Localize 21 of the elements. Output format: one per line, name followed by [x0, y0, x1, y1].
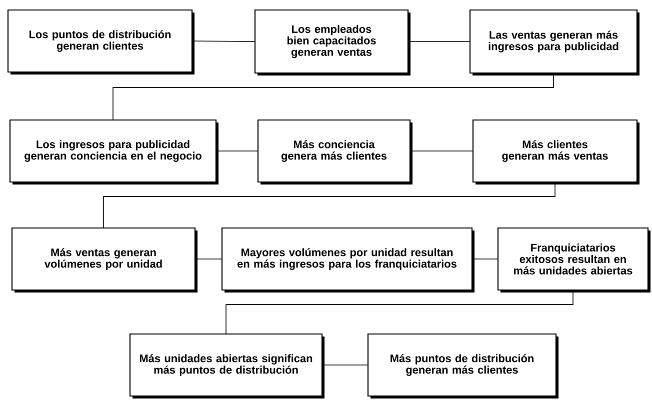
process-box: Más puntos de distribución generan más clientes — [367, 333, 558, 398]
connector-line — [410, 150, 473, 152]
connector-line — [226, 290, 574, 334]
process-box: Mayores volúmenes por unidad resultan en más ingresos para los franquiciatarios — [221, 227, 474, 292]
connector-line — [322, 364, 368, 366]
connector-line — [192, 40, 255, 42]
process-box: Más unidades abiertas significan más puntos de distribución — [129, 333, 324, 398]
process-box: Los ingresos para publicidad generan conciencia en el negocio — [9, 119, 218, 184]
connector-line — [408, 41, 470, 42]
process-box: Más conciencia genera más clientes — [257, 119, 412, 184]
connector-line — [472, 258, 498, 260]
process-box: Más clientes generan más ventas — [472, 119, 640, 184]
process-box: Las ventas generan más ingresos para publicidad — [469, 9, 640, 76]
connector-line — [112, 73, 554, 120]
connector-line — [103, 182, 556, 228]
process-box: Franquiciatarios exitosos resultan en más unidades abiertas — [497, 227, 650, 292]
process-box: Más ventas generan volúmenes por unidad — [11, 227, 198, 292]
connector-line — [216, 150, 258, 152]
connector-line — [195, 258, 222, 260]
process-box: Los puntos de distribución generan clientes — [7, 9, 194, 74]
process-box: Los empleados bien capacitados generan ventas — [254, 9, 410, 76]
